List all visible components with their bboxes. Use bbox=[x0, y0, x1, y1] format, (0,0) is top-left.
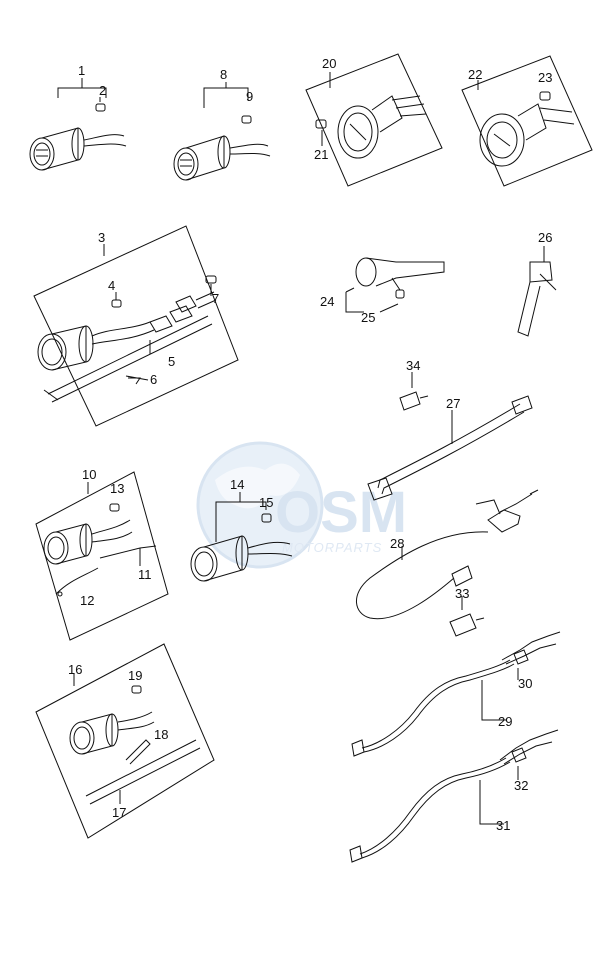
callout-13: 13 bbox=[110, 481, 124, 496]
callout-30: 30 bbox=[518, 676, 532, 691]
callout-8: 8 bbox=[220, 67, 227, 82]
part-group-24 bbox=[345, 257, 445, 313]
callout-23: 23 bbox=[538, 70, 552, 85]
callout-6: 6 bbox=[150, 372, 157, 387]
part-group-14 bbox=[190, 492, 293, 582]
callout-5: 5 bbox=[168, 354, 175, 369]
watermark-logo-text: OSM bbox=[275, 480, 407, 545]
callout-18: 18 bbox=[154, 727, 168, 742]
part-group-29 bbox=[351, 631, 561, 757]
callout-3: 3 bbox=[98, 230, 105, 245]
callout-33: 33 bbox=[455, 586, 469, 601]
callout-1: 1 bbox=[78, 63, 85, 78]
callout-7: 7 bbox=[212, 291, 219, 306]
callout-4: 4 bbox=[108, 278, 115, 293]
callout-17: 17 bbox=[112, 805, 126, 820]
part-group-31 bbox=[349, 729, 559, 863]
callout-16: 16 bbox=[68, 662, 82, 677]
callout-22: 22 bbox=[468, 67, 482, 82]
callout-27: 27 bbox=[446, 396, 460, 411]
callout-21: 21 bbox=[314, 147, 328, 162]
watermark-logo: OSM MOTORPARTS bbox=[196, 441, 407, 569]
part-group-3 bbox=[33, 225, 239, 427]
callout-31: 31 bbox=[496, 818, 510, 833]
part-group-33 bbox=[449, 596, 485, 637]
part-group-22 bbox=[461, 55, 593, 187]
callout-12: 12 bbox=[80, 593, 94, 608]
callout-2: 2 bbox=[99, 83, 106, 98]
callout-9: 9 bbox=[246, 89, 253, 104]
callout-19: 19 bbox=[128, 668, 142, 683]
callout-32: 32 bbox=[514, 778, 528, 793]
callout-11: 11 bbox=[138, 567, 152, 582]
callout-29: 29 bbox=[498, 714, 512, 729]
part-group-16 bbox=[35, 643, 215, 839]
callout-28: 28 bbox=[390, 536, 404, 551]
callout-25: 25 bbox=[361, 310, 375, 325]
callout-26: 26 bbox=[538, 230, 552, 245]
callout-20: 20 bbox=[322, 56, 336, 71]
part-group-10 bbox=[35, 471, 169, 641]
part-group-27 bbox=[367, 372, 533, 501]
part-group-26 bbox=[517, 246, 557, 337]
callout-34: 34 bbox=[406, 358, 420, 373]
callout-15: 15 bbox=[259, 495, 273, 510]
part-group-28 bbox=[356, 489, 539, 620]
watermark-tagline: MOTORPARTS bbox=[282, 540, 382, 555]
callout-14: 14 bbox=[230, 477, 244, 492]
part-group-8 bbox=[173, 82, 271, 181]
callout-24: 24 bbox=[320, 294, 334, 309]
part-group-20 bbox=[305, 53, 443, 187]
part-group-1 bbox=[29, 78, 127, 171]
callout-10: 10 bbox=[82, 467, 96, 482]
